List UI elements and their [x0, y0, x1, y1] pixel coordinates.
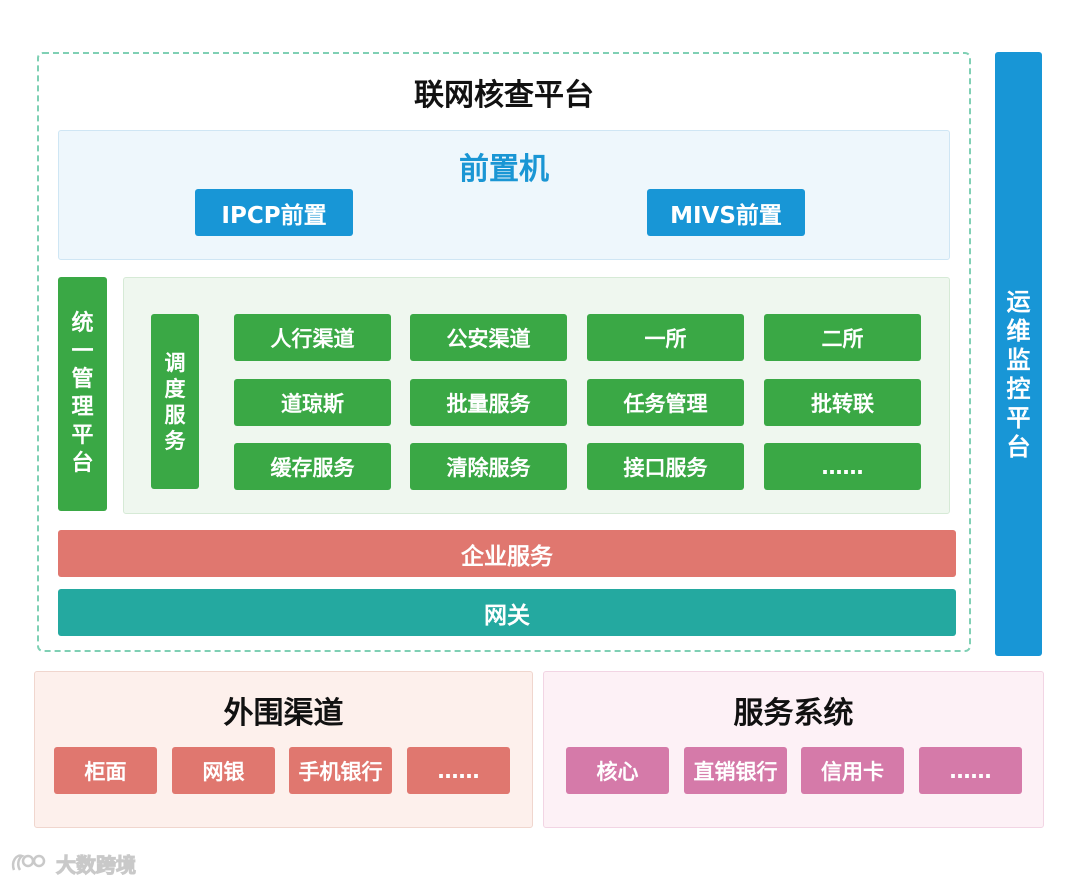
service-box: 任务管理 — [587, 379, 744, 426]
ops-char: 台 — [1006, 433, 1031, 461]
dispatch-char: 务 — [164, 428, 186, 453]
unified-mgmt-char: 平 — [71, 423, 94, 448]
unified-mgmt-char: 管 — [71, 367, 94, 392]
service-box: 接口服务 — [587, 443, 744, 490]
unified-mgmt-char: 一 — [71, 339, 94, 364]
service-box: 清除服务 — [410, 443, 567, 490]
service-box: 人行渠道 — [234, 314, 391, 361]
system-box: …… — [919, 747, 1022, 794]
watermark: 大数跨境 — [10, 846, 180, 880]
unified-mgmt-char: 理 — [71, 395, 94, 420]
unified-mgmt-char: 台 — [71, 451, 94, 476]
channel-box: 柜面 — [54, 747, 157, 794]
channel-box: …… — [407, 747, 510, 794]
dispatch-char: 服 — [164, 402, 186, 427]
service-box: 一所 — [587, 314, 744, 361]
ops-monitoring-platform: 运 维 监 控 平 台 — [995, 52, 1042, 656]
service-box: 批转联 — [764, 379, 921, 426]
channel-box: 手机银行 — [289, 747, 392, 794]
ops-char: 维 — [1006, 317, 1031, 345]
ipcp-front-box: IPCP前置 — [195, 189, 353, 236]
ops-char: 运 — [1006, 288, 1031, 316]
gateway-bar: 网关 — [58, 589, 956, 636]
service-systems-title: 服务系统 — [733, 696, 854, 731]
channel-box: 网银 — [172, 747, 275, 794]
dispatch-char: 调 — [164, 350, 186, 375]
ops-char: 平 — [1006, 404, 1031, 432]
platform-title: 联网核查平台 — [414, 78, 594, 113]
system-box: 信用卡 — [801, 747, 904, 794]
service-box: 缓存服务 — [234, 443, 391, 490]
dispatch-service: 调 度 服 务 — [151, 314, 199, 489]
system-box: 直销银行 — [684, 747, 787, 794]
service-box: …… — [764, 443, 921, 490]
system-box: 核心 — [566, 747, 669, 794]
watermark-text: 大数跨境 — [56, 852, 137, 877]
dispatch-char: 度 — [164, 376, 186, 401]
watermark-logo-icon — [11, 854, 46, 871]
front-processor-title: 前置机 — [459, 152, 549, 187]
peripheral-channels-title: 外围渠道 — [223, 696, 344, 731]
service-box: 批量服务 — [410, 379, 567, 426]
enterprise-service-bar: 企业服务 — [58, 530, 956, 577]
ops-char: 控 — [1006, 375, 1031, 403]
ops-char: 监 — [1006, 346, 1031, 374]
service-box: 道琼斯 — [234, 379, 391, 426]
unified-mgmt-char: 统 — [71, 311, 94, 336]
mivs-front-box: MIVS前置 — [647, 189, 805, 236]
service-box: 公安渠道 — [410, 314, 567, 361]
service-box: 二所 — [764, 314, 921, 361]
unified-management-platform: 统 一 管 理 平 台 — [58, 277, 107, 511]
